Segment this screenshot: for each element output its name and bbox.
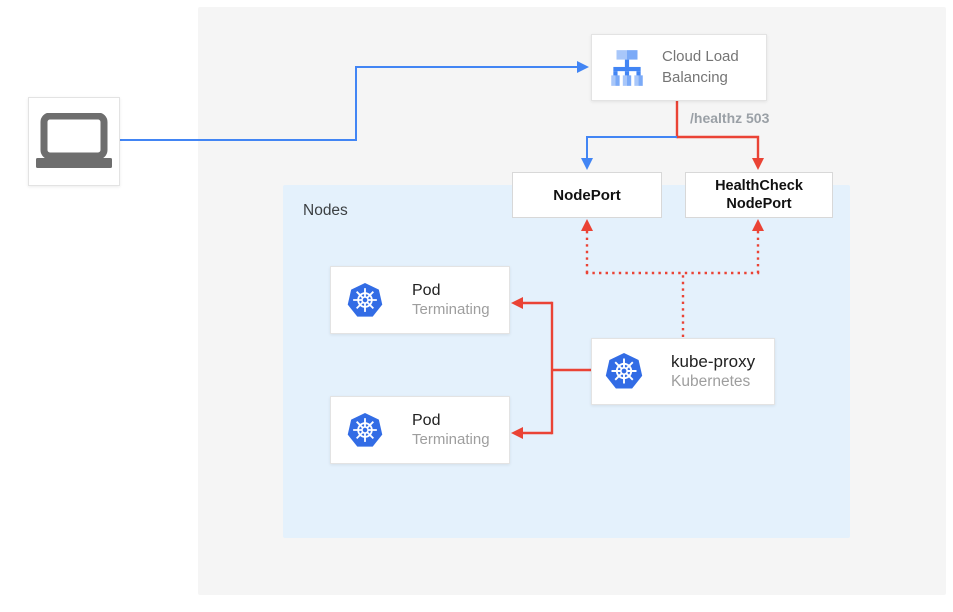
- cloud-load-balancing-icon: [606, 47, 648, 89]
- healthcheck-nodeport-box: HealthCheck NodePort: [685, 172, 833, 218]
- kube-proxy-box: kube-proxy Kubernetes: [591, 338, 775, 405]
- pod-title: Pod: [412, 411, 441, 429]
- healthcheck-nodeport-label-line2: NodePort: [726, 196, 792, 212]
- healthcheck-nodeport-label-line1: HealthCheck: [715, 177, 803, 194]
- nodeport-box: NodePort: [512, 172, 662, 218]
- pod-status: Terminating: [412, 300, 490, 318]
- kube-proxy-subtitle: Kubernetes: [671, 373, 751, 391]
- cloud-load-balancing-label: Cloud Load Balancing: [662, 48, 739, 86]
- client-box: [28, 97, 120, 186]
- nodeport-label: NodePort: [553, 186, 621, 204]
- pod-status: Terminating: [412, 430, 490, 448]
- pod-title: Pod: [412, 281, 441, 299]
- laptop-icon: [36, 112, 112, 168]
- pod-terminating-box-1: Pod Terminating: [330, 266, 510, 334]
- kubernetes-icon: [346, 412, 384, 449]
- kube-proxy-title: kube-proxy: [671, 352, 756, 372]
- cloud-load-balancing-box: Cloud Load Balancing: [591, 34, 767, 101]
- kubernetes-icon: [346, 282, 384, 319]
- healthz-503-label: /healthz 503: [690, 110, 770, 126]
- pod-terminating-box-2: Pod Terminating: [330, 396, 510, 464]
- nodes-panel-label: Nodes: [303, 202, 348, 219]
- kubernetes-icon: [604, 352, 644, 391]
